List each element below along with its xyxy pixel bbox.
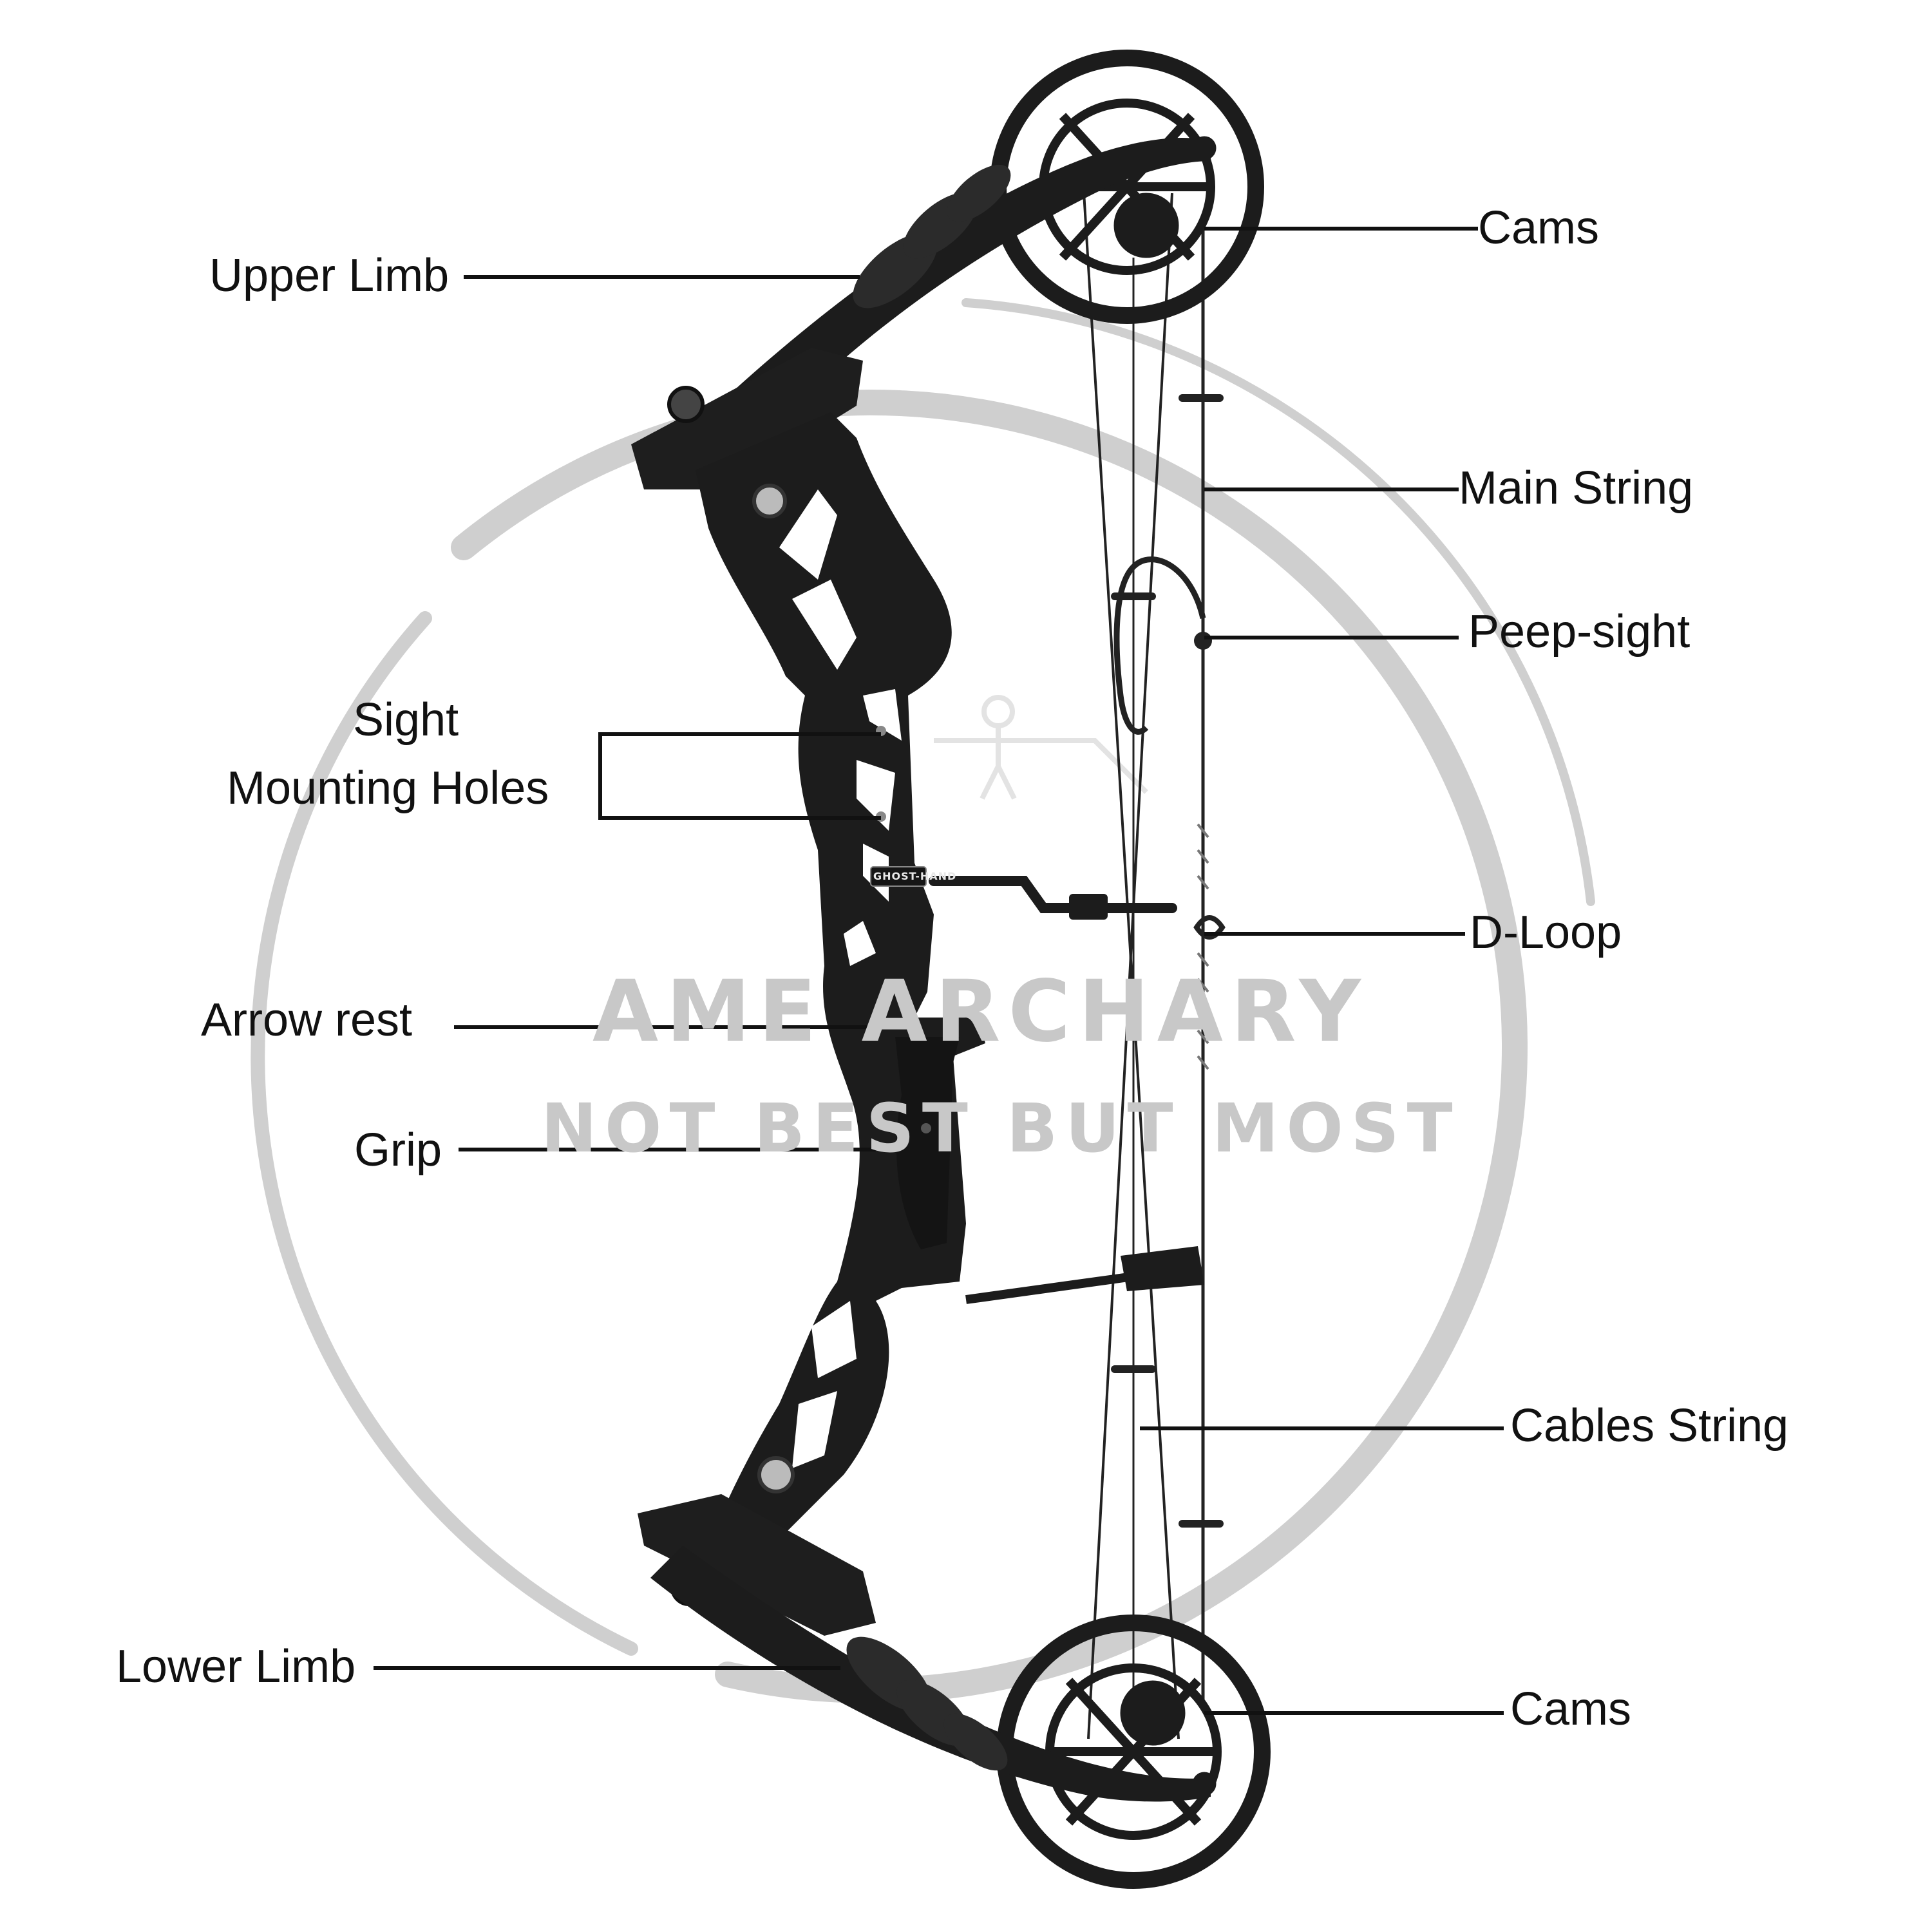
label-arrow-rest: Arrow rest [201, 994, 413, 1046]
grip-panel [895, 1037, 960, 1249]
stabilizer-weight [1121, 1246, 1204, 1291]
peep-sight-ring [1194, 632, 1212, 650]
riser-bolt-top [752, 484, 787, 518]
string-serving [1197, 823, 1209, 1070]
label-sight-line-2: Mounting Holes [227, 762, 549, 814]
label-cables-string: Cables String [1510, 1400, 1789, 1452]
upper-limb-bolt [667, 386, 705, 423]
cable-2 [1087, 193, 1173, 1739]
label-peep-sight: Peep-sight [1468, 606, 1690, 658]
riser [696, 412, 985, 1546]
riser-bolt-bottom [757, 1456, 795, 1493]
brand-plate-bg [870, 866, 927, 887]
brand-plate-text: GHOST-HAND [873, 870, 957, 882]
upper-limb-dampener [853, 164, 1011, 308]
label-grip: Grip [354, 1124, 442, 1176]
label-lower-limb: Lower Limb [116, 1641, 356, 1692]
d-loop-knot [1193, 915, 1226, 940]
watermark-line-1: AME ARCHARY [592, 962, 1368, 1061]
riser-cutouts [779, 489, 902, 1468]
watermark-archer-icon [934, 695, 1148, 800]
lower-limb-pocket [638, 1494, 876, 1636]
label-sight-line-1: Sight [353, 694, 459, 746]
arrow-rest-arm [929, 876, 1177, 913]
label-cams-top: Cams [1478, 202, 1600, 254]
leader-sight-holes [598, 732, 881, 820]
watermark-line-2: NOT BEST BUT MOST [541, 1089, 1461, 1168]
arrow-rest-holder [1069, 894, 1108, 920]
upper-limb-pocket [631, 348, 863, 489]
lower-limb-dampener [846, 1636, 1008, 1771]
peep-sight-tube [1113, 556, 1206, 735]
label-cams-bottom: Cams [1510, 1683, 1632, 1735]
leader-lines [374, 227, 1504, 1715]
grip-screw [921, 1123, 931, 1133]
label-main-string: Main String [1459, 462, 1694, 514]
label-d-loop: D-Loop [1470, 907, 1622, 958]
stabilizer-rod [965, 1272, 1134, 1304]
lower-limb [650, 1546, 1211, 1802]
label-upper-limb: Upper Limb [209, 250, 450, 301]
strings [1081, 160, 1205, 1739]
